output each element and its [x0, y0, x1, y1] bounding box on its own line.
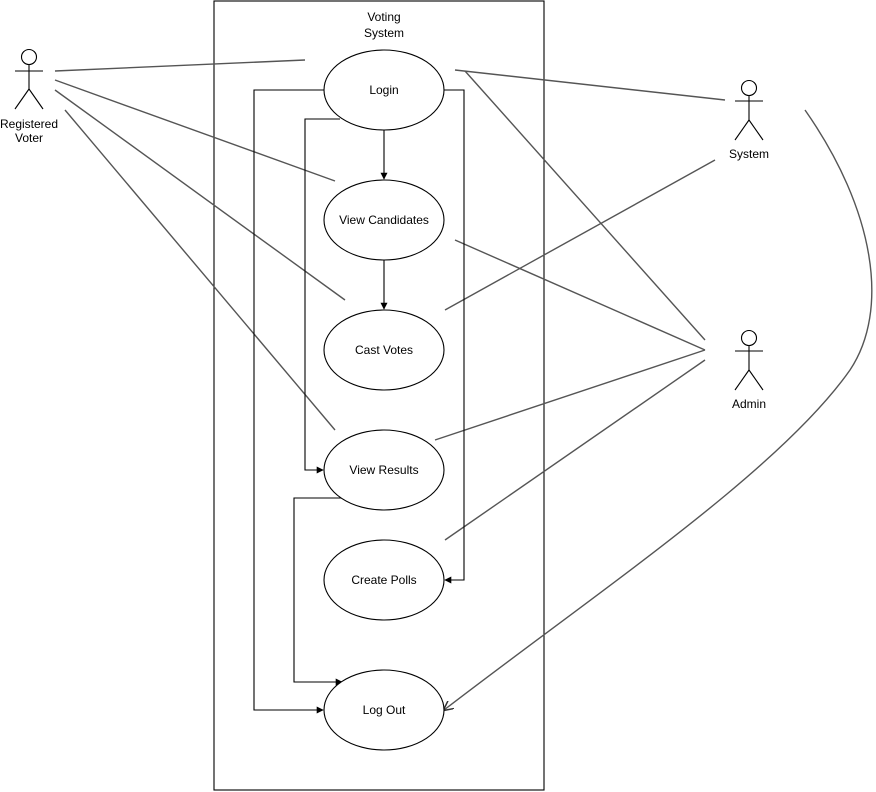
actor-registered-voter-label-line2: Voter — [15, 131, 43, 145]
stick-figure-icon — [14, 48, 44, 110]
system-boundary — [213, 0, 545, 791]
actor-registered-voter-label-line1: Registered — [0, 117, 58, 131]
use-case-login-label: Login — [369, 83, 398, 97]
use-case-create-polls-shape — [323, 539, 445, 621]
flow-view-results-to-log-out — [293, 497, 343, 686]
use-case-log-out-shape — [323, 669, 445, 751]
stick-figure-icon — [734, 329, 764, 391]
system-title-line2: System — [364, 26, 404, 40]
use-case-view-candidates-label: View Candidates — [339, 213, 429, 227]
association-voter-cast-votes — [54, 89, 346, 301]
association-system-login — [454, 69, 726, 101]
association-voter-login — [54, 59, 306, 72]
actor-registered-voter: Registered Voter — [0, 48, 58, 145]
actor-system-label: System — [729, 147, 769, 161]
use-case-view-candidates: View Candidates — [323, 179, 445, 261]
use-case-view-results-label: View Results — [349, 463, 418, 477]
association-system-cast-votes — [444, 159, 716, 311]
use-case-cast-votes-shape — [323, 309, 445, 391]
use-case-log-out: Log Out — [323, 669, 445, 751]
system-title-line1: Voting — [367, 10, 400, 24]
flow-login-to-log-out — [253, 89, 324, 714]
actor-admin: Admin — [732, 329, 766, 411]
flow-login-to-create-polls — [444, 89, 465, 584]
association-system-log-out — [444, 109, 873, 710]
use-case-view-candidates-shape — [323, 179, 445, 261]
stick-figure-icon — [734, 79, 764, 141]
association-admin-view-candidates — [454, 239, 706, 351]
use-case-cast-votes-label: Cast Votes — [355, 343, 413, 357]
actor-system: System — [729, 79, 769, 161]
association-admin-create-polls — [444, 359, 706, 541]
use-case-login: Login — [323, 49, 445, 131]
use-case-view-results: View Results — [323, 429, 445, 511]
association-admin-login — [464, 70, 706, 341]
use-case-create-polls: Create Polls — [323, 539, 445, 621]
actor-admin-label: Admin — [732, 397, 766, 411]
use-case-create-polls-label: Create Polls — [351, 573, 416, 587]
association-voter-view-results — [64, 109, 336, 431]
use-case-cast-votes: Cast Votes — [323, 309, 445, 391]
use-case-view-results-shape — [323, 429, 445, 511]
use-case-login-shape — [323, 49, 445, 131]
flow-login-to-view-results — [304, 118, 340, 474]
association-voter-view-candidates — [54, 79, 336, 182]
use-case-log-out-label: Log Out — [363, 703, 406, 717]
association-admin-view-results — [434, 349, 706, 441]
